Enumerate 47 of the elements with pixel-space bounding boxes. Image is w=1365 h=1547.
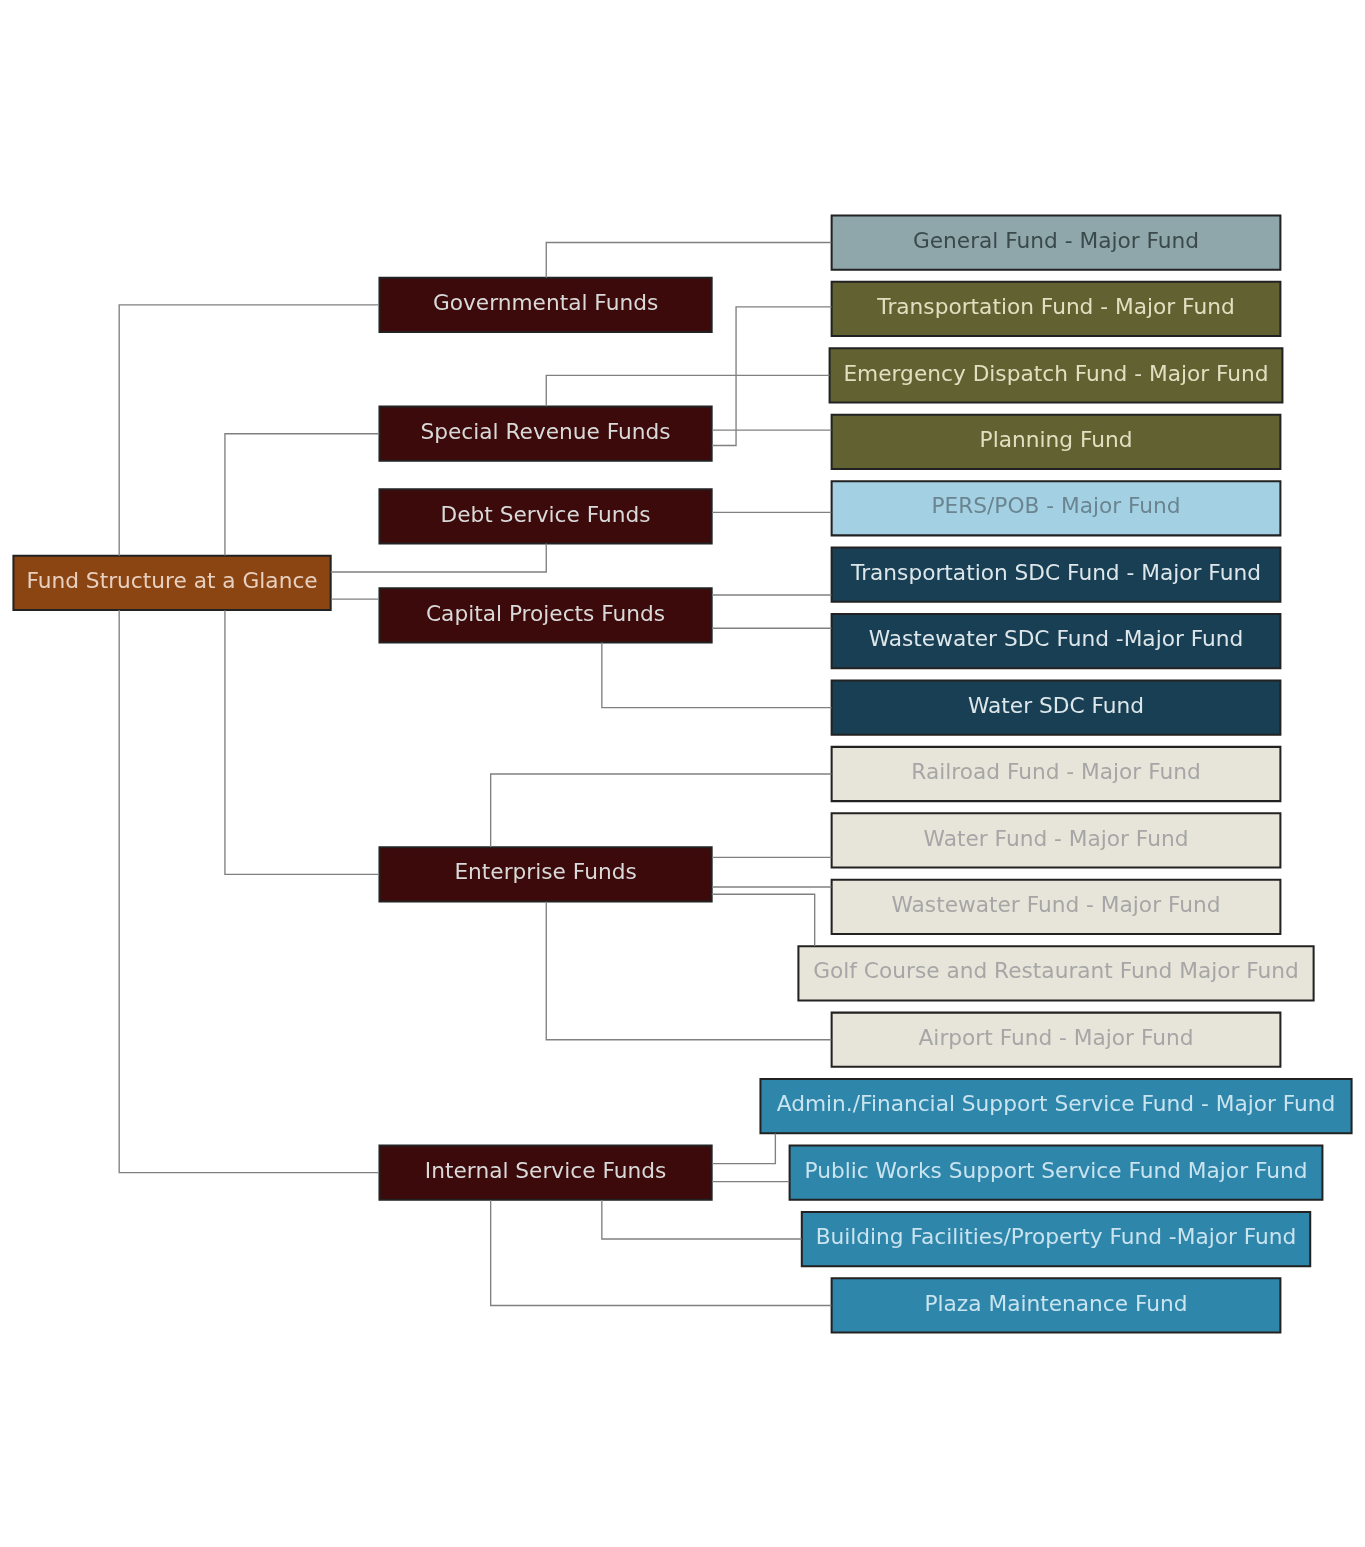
node-box: Special Revenue Funds — [378, 405, 713, 462]
connector — [711, 885, 833, 888]
node-box: Enterprise Funds — [378, 845, 713, 902]
connector — [545, 241, 832, 278]
connector — [490, 1198, 833, 1306]
node-box: Airport Fund - Major Fund — [830, 1011, 1282, 1068]
connector — [711, 305, 833, 446]
connector — [711, 627, 833, 629]
node-box: Plaza Maintenance Fund — [830, 1276, 1282, 1334]
connector — [224, 609, 380, 875]
connector — [711, 1180, 791, 1182]
connector — [224, 432, 380, 556]
node-box: Water Fund - Major Fund — [830, 811, 1282, 869]
connector — [118, 608, 380, 1173]
node-box: Admin./Financial Support Service Fund - Major Fund — [759, 1077, 1353, 1134]
connector — [490, 772, 833, 848]
connector — [711, 428, 833, 431]
node-box: Governmental Funds — [378, 276, 713, 333]
connector — [545, 900, 832, 1040]
node-box: Building Facilities/Property Fund -Major Fund — [800, 1210, 1312, 1267]
node-box: Wastewater SDC Fund -Major Fund — [830, 612, 1282, 669]
node-box: Fund Structure at a Glance — [12, 554, 332, 611]
node-box: Transportation SDC Fund - Major Fund — [830, 546, 1282, 603]
connector — [601, 641, 833, 708]
node-box: Internal Service Funds — [378, 1143, 713, 1201]
node-box: Transportation Fund - Major Fund — [830, 280, 1282, 337]
node-box: PERS/POB - Major Fund — [830, 479, 1282, 536]
node-box: Water SDC Fund — [830, 678, 1282, 736]
connector — [711, 1132, 777, 1164]
node-box: Public Works Support Service Fund Major Fund — [788, 1143, 1324, 1201]
node-box: Planning Fund — [830, 413, 1282, 470]
node-box: Capital Projects Funds — [378, 586, 713, 643]
connector — [118, 303, 380, 556]
node-box: Emergency Dispatch Fund - Major Fund — [828, 346, 1284, 404]
connector — [545, 374, 831, 407]
node-box: Golf Course and Restaurant Fund Major Fund — [797, 944, 1315, 1001]
node-box: Debt Service Funds — [378, 487, 713, 545]
connector — [711, 856, 833, 858]
connector — [330, 597, 380, 600]
node-box: Wastewater Fund - Major Fund — [830, 878, 1282, 935]
node-box: General Fund - Major Fund — [830, 213, 1282, 271]
node-box: Railroad Fund - Major Fund — [830, 745, 1282, 802]
connector — [601, 1198, 803, 1240]
connector — [711, 593, 833, 596]
connector — [330, 542, 547, 573]
connector — [711, 893, 816, 947]
connector — [711, 511, 833, 513]
